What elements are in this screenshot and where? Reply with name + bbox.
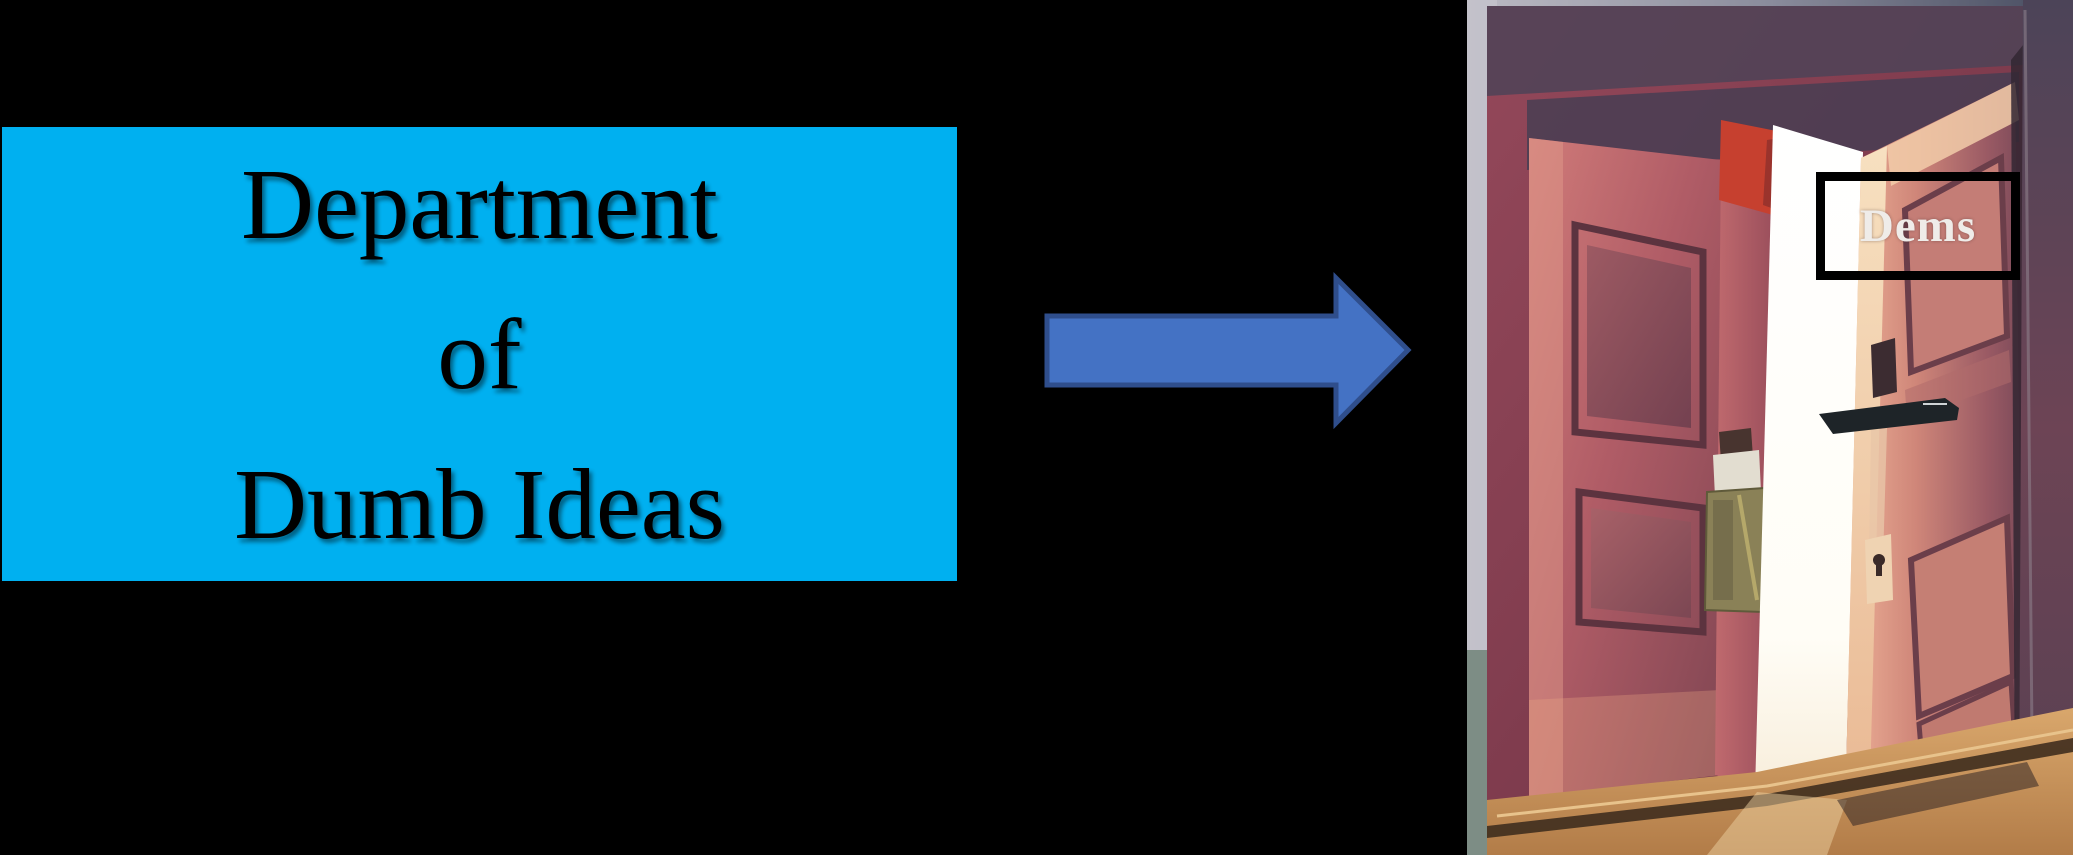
open-door-lower-panel xyxy=(1907,513,2017,721)
right-arrow-shape xyxy=(1044,271,1412,430)
left-door xyxy=(1529,138,1721,798)
open-door-image: Dems xyxy=(1467,0,2073,855)
light-gap xyxy=(1755,125,1863,808)
left-door-lower-panel xyxy=(1575,488,1707,636)
dems-label: Dems xyxy=(1816,172,2020,280)
right-arrow-icon xyxy=(1044,271,1412,430)
door-lock-hardware xyxy=(1703,428,1767,614)
title-box: Department of Dumb Ideas xyxy=(2,127,957,581)
open-door-edge xyxy=(1845,146,1887,820)
dems-label-text: Dems xyxy=(1859,200,1977,252)
title-line-1: Department xyxy=(241,148,718,260)
title-line-2: of xyxy=(437,298,522,410)
open-door-illustration xyxy=(1467,0,2073,855)
door-shadow xyxy=(1837,762,2039,826)
open-door-lock-body xyxy=(1871,338,1897,398)
open-door xyxy=(1819,82,2023,820)
left-door-upper-panel xyxy=(1571,220,1707,449)
door-handle xyxy=(1819,398,1959,434)
keyhole-plate xyxy=(1865,534,1893,604)
title-line-3: Dumb Ideas xyxy=(234,448,725,560)
floor xyxy=(1487,708,2073,855)
